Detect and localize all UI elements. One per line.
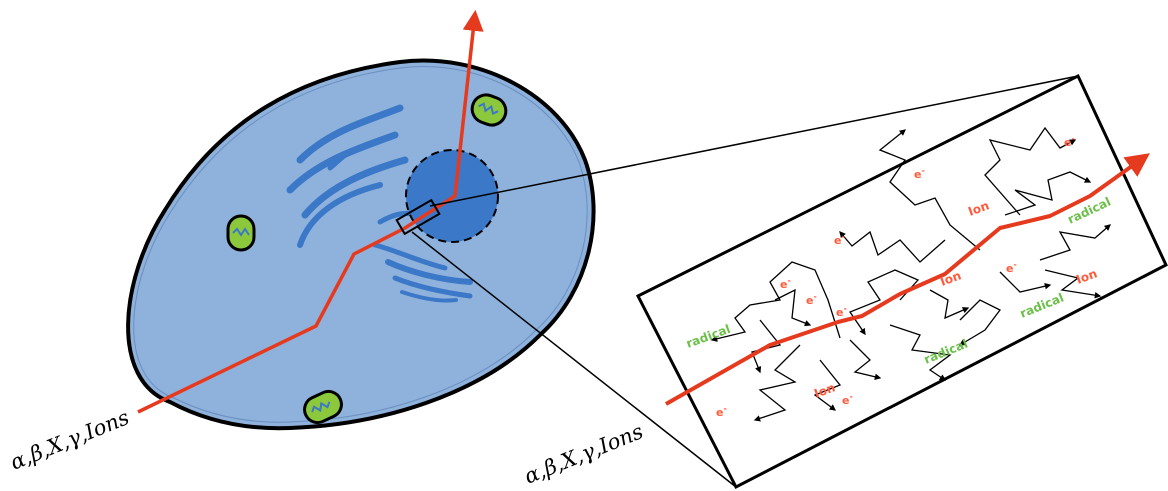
golgi-upper bbox=[286, 104, 409, 248]
electron-label: e- bbox=[716, 404, 727, 419]
mitochondrion-bottom bbox=[303, 389, 343, 425]
zoom-panel-frame bbox=[635, 73, 1168, 490]
electron-label: e- bbox=[842, 392, 853, 407]
radiation-track-zoom bbox=[665, 153, 1150, 406]
electron-label: e- bbox=[1064, 134, 1075, 149]
cell-membrane bbox=[126, 58, 596, 431]
cell bbox=[126, 9, 596, 431]
electron-paths bbox=[710, 126, 1111, 422]
mitochondrion-left bbox=[226, 214, 256, 252]
mitochondrion-top bbox=[470, 93, 508, 127]
electron-labels: e- e- e- e- e- e- e- e- e- bbox=[716, 134, 1075, 419]
electron-label: e- bbox=[914, 166, 925, 181]
zoom-region-marker bbox=[395, 198, 441, 236]
ion-label: Ion bbox=[812, 380, 837, 400]
electron-label: e- bbox=[806, 292, 817, 307]
ion-label: Ion bbox=[1074, 266, 1099, 286]
radiation-track-cell bbox=[137, 9, 484, 414]
zoom-lines bbox=[411, 75, 1079, 488]
ion-label: Ion bbox=[966, 198, 991, 218]
ion-label: Ion bbox=[938, 268, 963, 288]
electron-label: e- bbox=[834, 232, 845, 247]
zoom-panel: radical radical radical radical Ion Ion … bbox=[635, 73, 1168, 490]
electron-label: e- bbox=[836, 304, 847, 319]
electron-label: e- bbox=[780, 276, 791, 291]
radiation-types-label-cell: α,β,X,γ,Ions bbox=[7, 405, 133, 474]
radiation-types-label-zoom: α,β,X,γ,Ions bbox=[521, 419, 647, 488]
electron-label: e- bbox=[1006, 260, 1017, 275]
